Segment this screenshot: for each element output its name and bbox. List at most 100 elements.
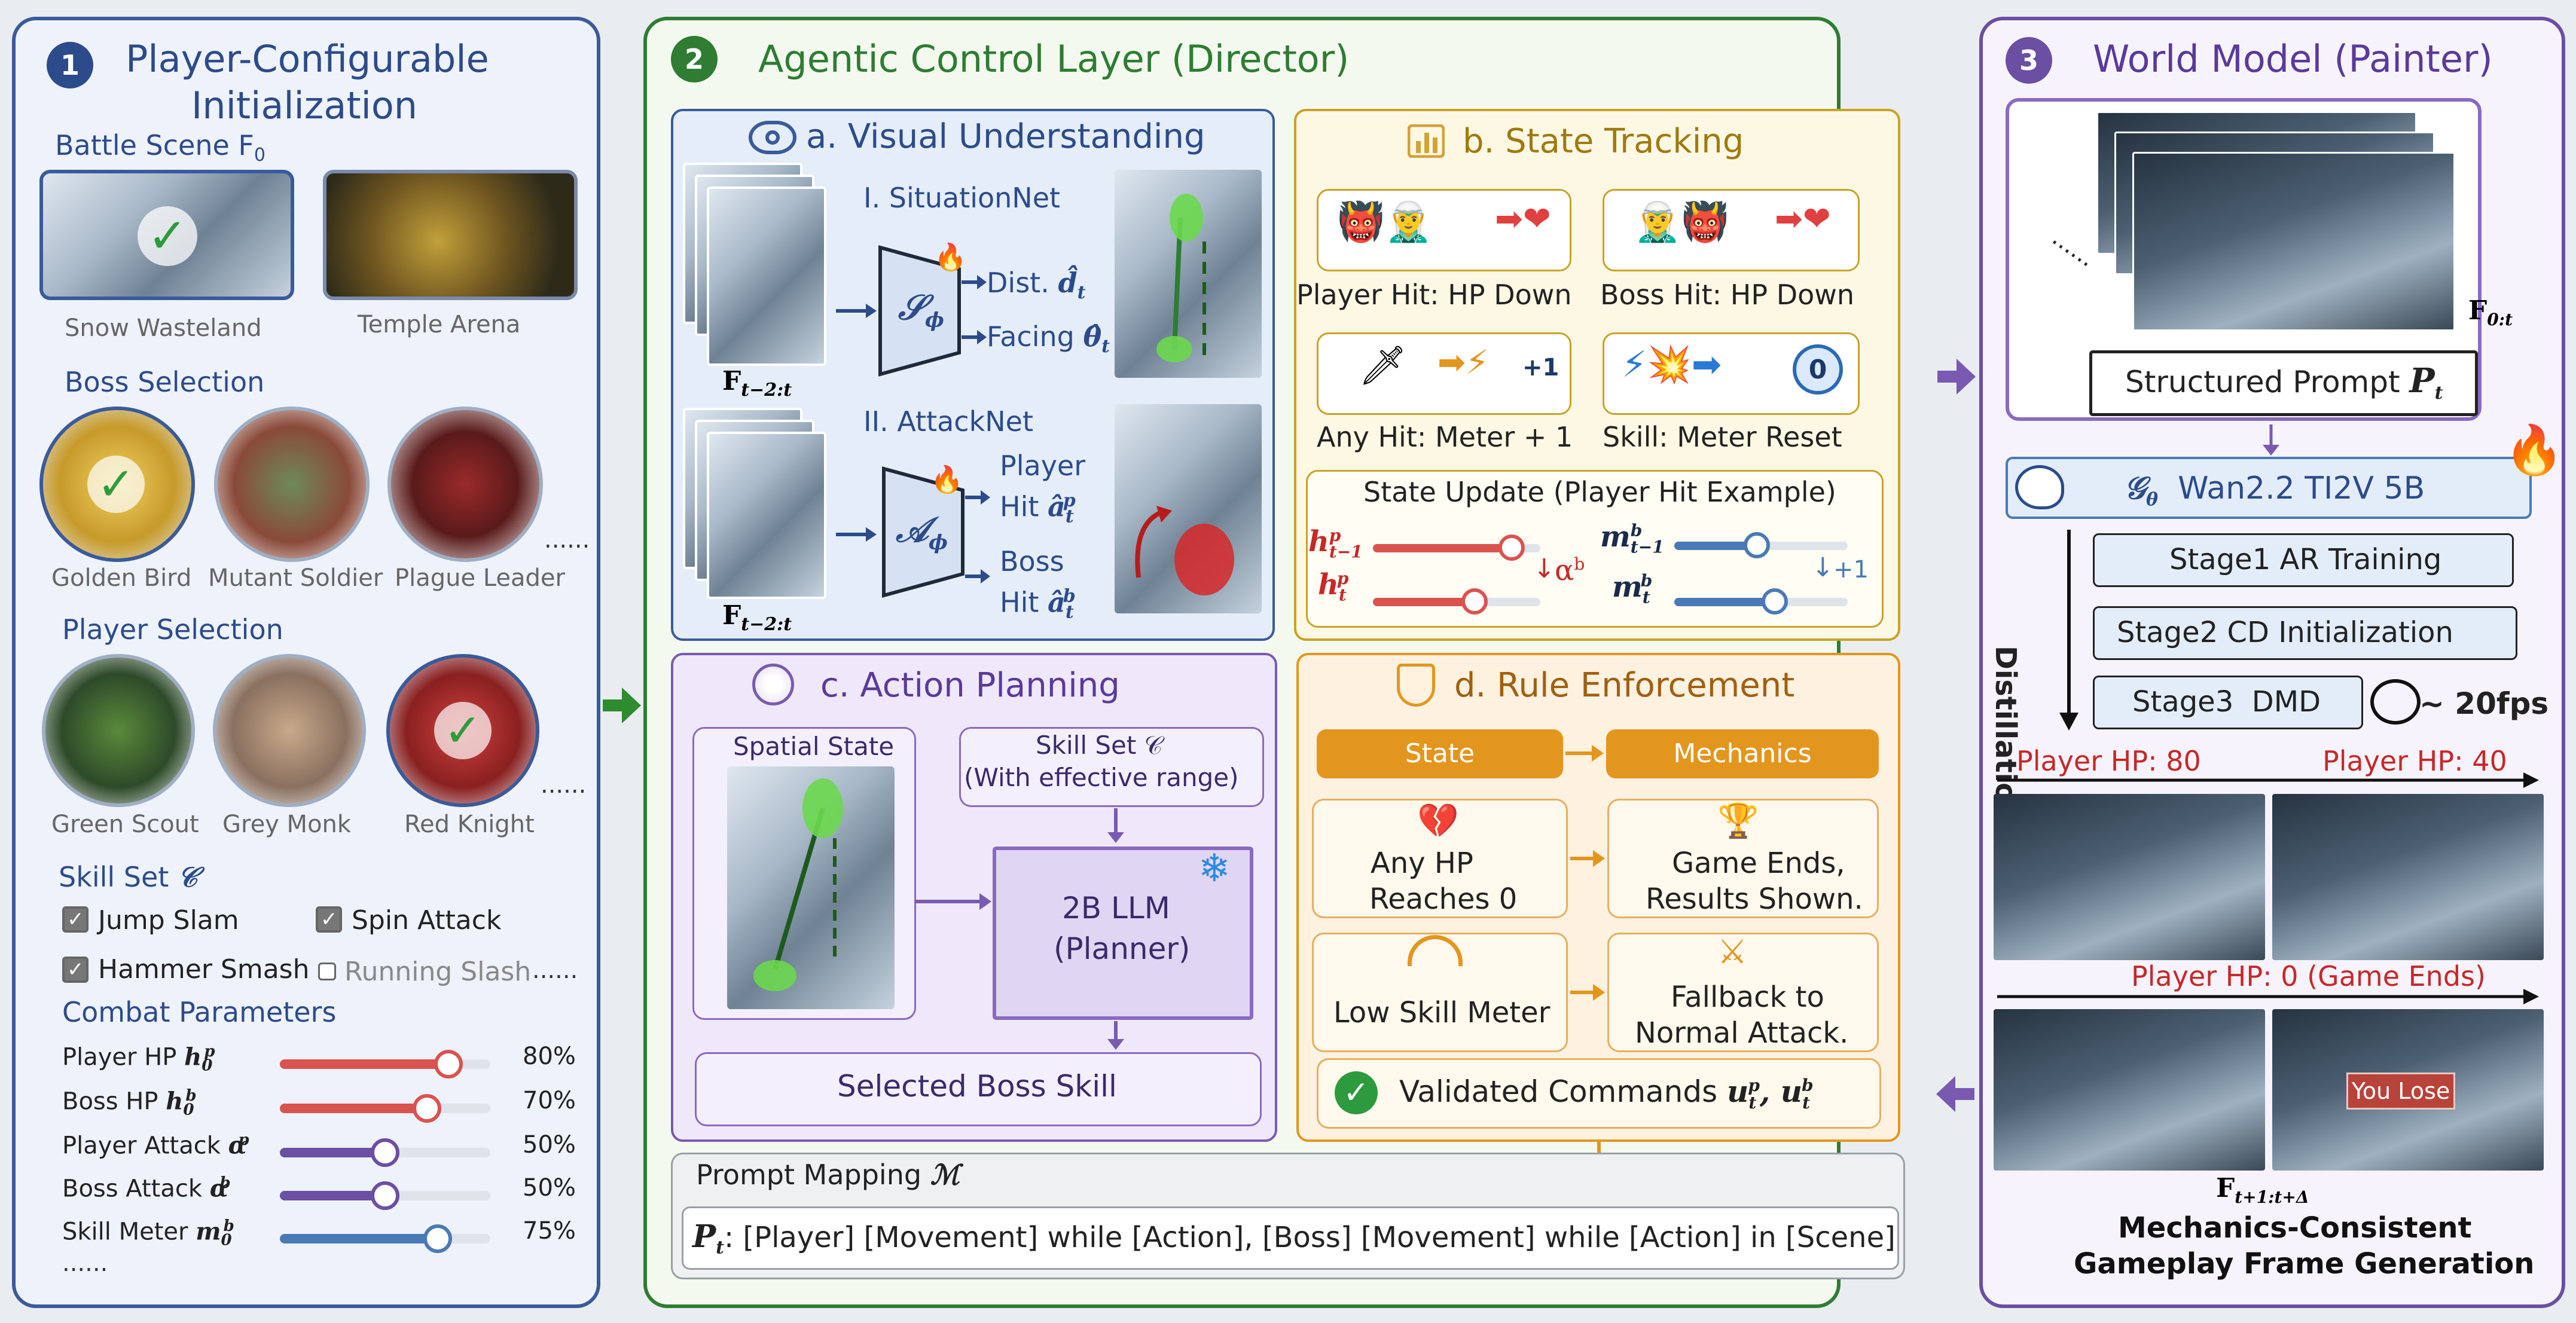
param-slider-knob[interactable]	[423, 1224, 452, 1253]
attack-frames-label: Ft−2:t	[722, 600, 792, 635]
boss-mutant-soldier-avatar[interactable]	[214, 407, 370, 562]
output-frames-label: Ft+1:t+Δ	[2216, 1173, 2309, 1207]
boss-hit-card	[1603, 189, 1860, 271]
param-slider-fill	[280, 1234, 438, 1243]
param-slider-knob[interactable]	[434, 1050, 463, 1078]
arrow-llm-to-selected	[1107, 1021, 1124, 1050]
any-hit-card	[1317, 332, 1571, 415]
hp40-label: Player HP: 40	[2322, 745, 2507, 777]
structured-prompt-scroll	[2089, 350, 2478, 416]
dist-output: Dist. d̂t	[987, 267, 1086, 304]
panel1-title-line2: Initialization	[191, 84, 418, 127]
arrow-init-to-director	[603, 688, 641, 723]
boss-hit-output-l1: Boss	[1000, 545, 1064, 578]
arrow-skillset-to-llm	[1107, 808, 1124, 843]
situation-frames-label: Ft−2:t	[722, 366, 792, 401]
validated-commands-box	[1317, 1058, 1881, 1129]
check-icon: ✓	[87, 456, 145, 513]
prompt-template-text: Pt: [Player] [Movement] while [Action], …	[692, 1218, 1896, 1258]
player-label-green-scout: Green Scout	[51, 811, 199, 838]
meter-plus-one: +1	[1522, 354, 1559, 381]
distillation-arrow	[2059, 530, 2078, 731]
trophy-board-icon: 🏆	[1717, 802, 1759, 841]
player-label-grey-monk: Grey Monk	[222, 811, 352, 838]
meter-increase-value: +1	[1833, 556, 1869, 583]
state-header: State	[1317, 729, 1563, 778]
player-hits-boss-icon: 🧝‍♂️👹	[1634, 200, 1729, 245]
meter-curr-knob	[1762, 588, 1788, 615]
selected-boss-skill-label: Selected Boss Skill	[837, 1069, 1117, 1104]
param-slider-knob[interactable]	[371, 1138, 399, 1167]
hp80-label: Player HP: 80	[2016, 745, 2201, 777]
rule1-state-box	[1312, 799, 1568, 918]
stage2-label: Stage2 CD Initialization	[2117, 616, 2453, 649]
attack-frame-stack-front	[707, 432, 826, 599]
situation-overlay	[1156, 194, 1206, 362]
arrow-rule1	[1570, 850, 1605, 867]
arrow-spatial-to-llm	[915, 893, 991, 910]
hp-curr-knob	[1461, 588, 1488, 615]
shield-icon	[1397, 664, 1435, 707]
skill-checkbox-spin-attack[interactable]: ✓	[316, 906, 342, 933]
mechanics-header: Mechanics	[1606, 729, 1879, 778]
scene-label-temple: Temple Arena	[358, 311, 521, 338]
arrow-attacknet-boss	[965, 569, 990, 583]
state-tracking-title: b. State Tracking	[1463, 122, 1744, 161]
arrow-situationnet-facing	[962, 330, 987, 344]
boss-plague-leader-avatar[interactable]	[387, 407, 543, 562]
llm-planner-box	[993, 847, 1253, 1020]
validated-commands-label: Validated Commands utp, utb	[1399, 1074, 1814, 1113]
rule2-mechanics-l2: Normal Attack.	[1635, 1016, 1849, 1050]
situation-frame-stack-front	[707, 187, 826, 366]
arrow-prompt-to-model	[2263, 424, 2279, 456]
panel3-title: World Model (Painter)	[2093, 37, 2493, 81]
skill-checkbox-hammer-smash[interactable]: ✓	[62, 957, 88, 983]
hp-prev-knob	[1498, 534, 1525, 561]
stage1-label: Stage1 AR Training	[2169, 543, 2442, 576]
param-label: Player Attack αp	[62, 1131, 249, 1160]
meter-curr-fill	[1674, 598, 1776, 606]
skill-burst-icon: ⚡💥➡	[1622, 344, 1722, 386]
state-update-title: State Update (Player Hit Example)	[1363, 476, 1836, 508]
rule1-state-l1: Any HP	[1371, 847, 1473, 880]
meter-prev-symbol: mt−1b	[1600, 520, 1664, 557]
rule1-mechanics-box	[1607, 799, 1879, 918]
boss-label-plague-leader: Plague Leader	[395, 564, 565, 592]
gameplay-frame-hp80	[1994, 794, 2265, 960]
fire-icon: 🔥	[2504, 422, 2564, 478]
meter-plus-icon: ➡⚡	[1437, 343, 1490, 382]
rule2-state-label: Low Skill Meter	[1333, 996, 1551, 1029]
attacknet-block	[882, 466, 965, 598]
skill-reset-label: Skill: Meter Reset	[1603, 421, 1842, 453]
llm-label-l1: 2B LLM	[1062, 891, 1170, 925]
facing-output: Facing θ̂t	[987, 320, 1110, 358]
skill-checkbox-running-slash[interactable]	[318, 963, 336, 980]
gameplay-frame-hp40	[2272, 794, 2544, 960]
action-planning-title: c. Action Planning	[820, 666, 1120, 705]
rule1-mechanics-l1: Game Ends,	[1672, 847, 1845, 880]
arrow-director-to-painter	[1937, 359, 1976, 395]
attacknet-symbol: 𝒜ϕ	[896, 509, 948, 555]
param-value: 70%	[523, 1087, 576, 1114]
player-hit-output-l1: Player	[1000, 450, 1086, 482]
arrow-frames-to-situationnet	[836, 304, 877, 318]
arrow-state-to-mechanics	[1565, 745, 1604, 762]
scene-label-snow: Snow Wasteland	[65, 314, 262, 342]
stage3-label: Stage3 DMD	[2132, 685, 2321, 719]
param-label: Boss Attack αb	[62, 1174, 231, 1203]
param-slider-knob[interactable]	[371, 1181, 399, 1210]
player-green-scout-avatar[interactable]	[42, 654, 195, 807]
arrow-painter-to-director	[1936, 1076, 1974, 1112]
panel2-title: Agentic Control Layer (Director)	[758, 37, 1350, 81]
fire-icon: 🔥	[930, 465, 963, 495]
param-slider-fill	[280, 1148, 385, 1157]
caption-line2: Gameplay Frame Generation	[2074, 1247, 2535, 1281]
param-slider-knob[interactable]	[413, 1094, 442, 1123]
prompt-mapping-title: Prompt Mapping ℳ	[696, 1159, 960, 1191]
scene-temple-arena-thumb[interactable]	[323, 170, 578, 300]
skill-checkbox-jump-slam[interactable]: ✓	[62, 906, 88, 933]
boss-hits-player-icon: 👹🧝‍♂️	[1337, 200, 1433, 245]
rule-enforcement-title: d. Rule Enforcement	[1454, 666, 1795, 705]
player-grey-monk-avatar[interactable]	[213, 654, 366, 807]
skill-label-running-slash: Running Slash	[344, 957, 532, 987]
